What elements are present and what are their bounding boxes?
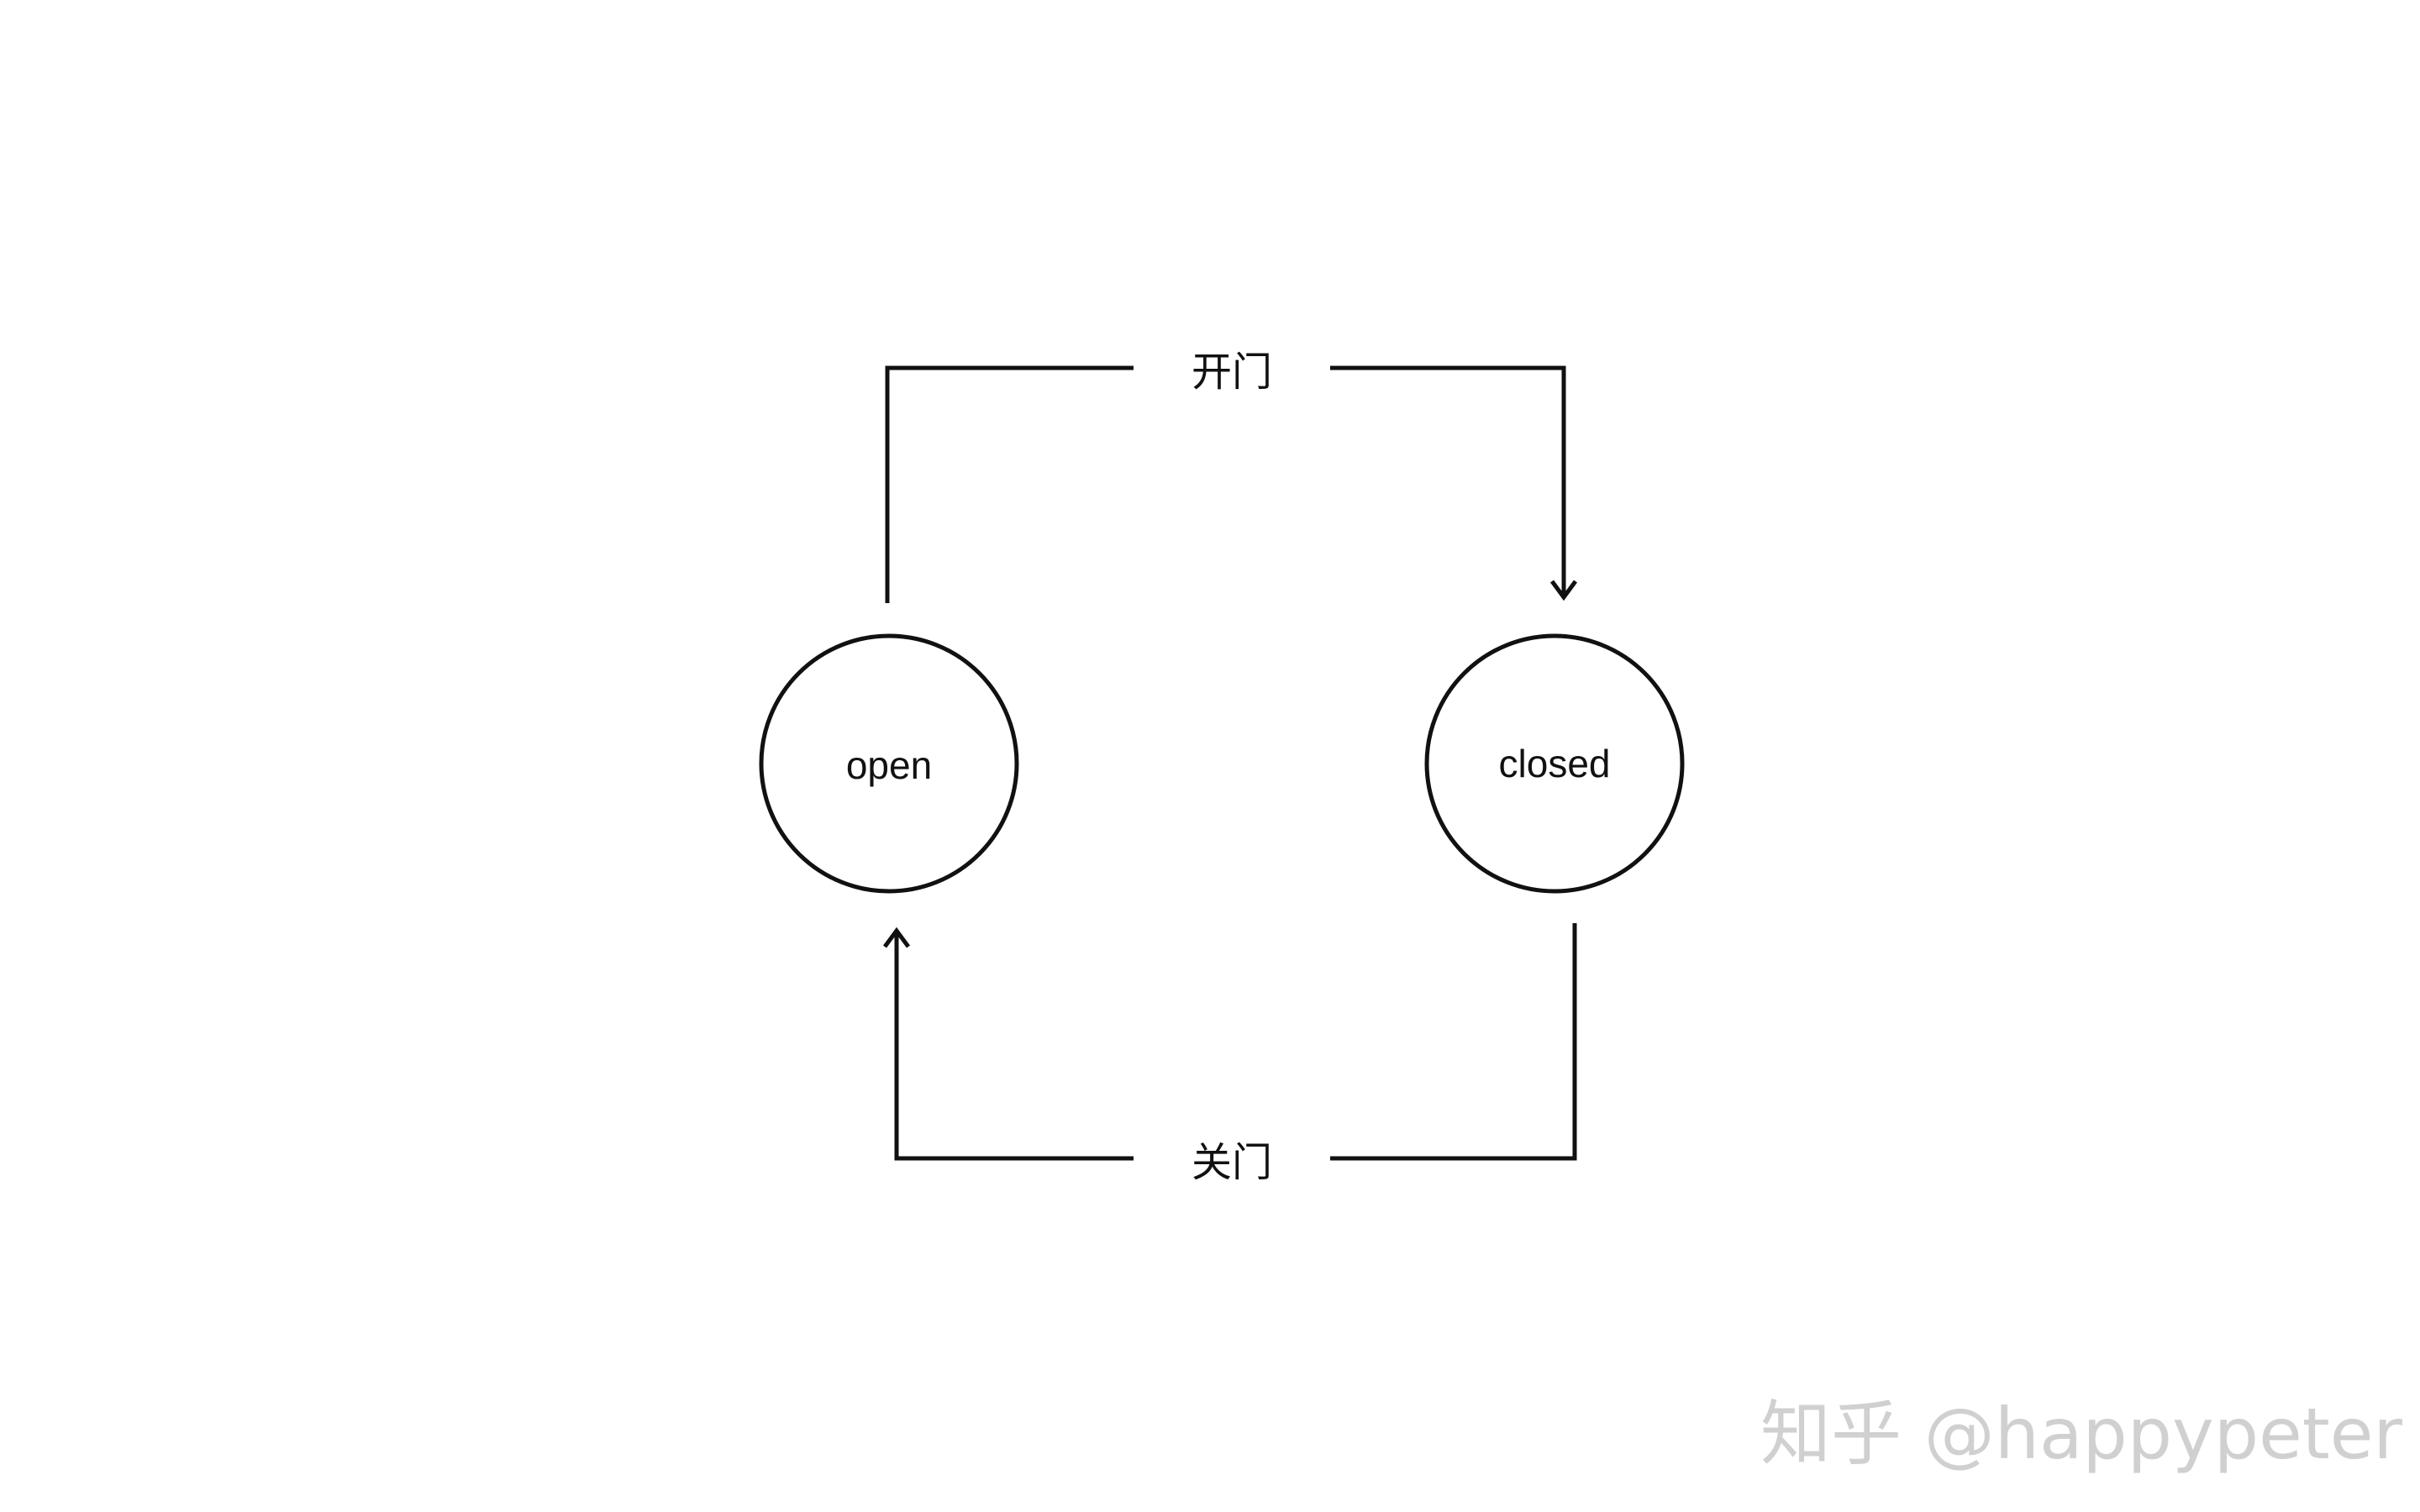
arrowhead-down-icon <box>1549 580 1578 601</box>
closed-to-open-edge-left <box>894 931 1134 1161</box>
state-closed-node <box>1424 633 1685 894</box>
state-open-node <box>759 633 1019 894</box>
transition-open-door-label: 开门 <box>1191 349 1273 396</box>
arrowhead-up-icon <box>882 927 911 948</box>
open-to-closed-edge-right <box>1330 365 1566 596</box>
open-to-closed-edge-left <box>885 365 1134 603</box>
transition-close-door-label: 关门 <box>1191 1139 1273 1186</box>
state-open-label: open <box>845 743 933 787</box>
closed-to-open-edge-right <box>1330 923 1577 1161</box>
watermark: 知乎 @happypeter <box>1760 1393 2402 1475</box>
state-closed-label: closed <box>1498 742 1611 785</box>
